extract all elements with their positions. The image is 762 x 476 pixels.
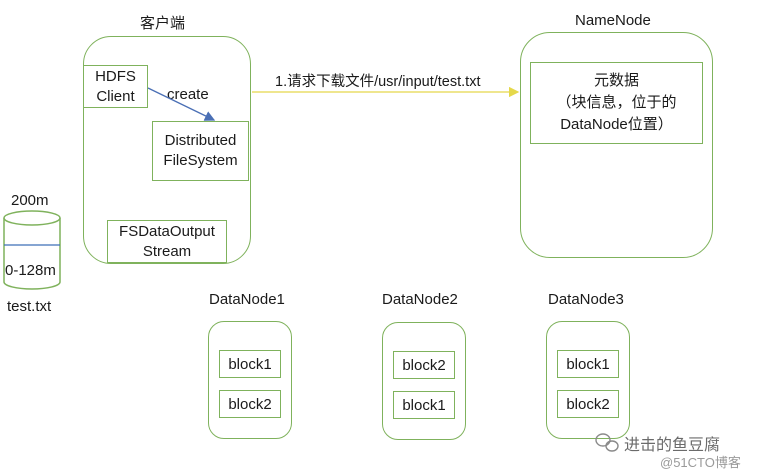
- distributed-filesystem-box: Distributed FileSystem: [152, 121, 249, 181]
- wechat-icon: [595, 433, 619, 452]
- file-cylinder-icon: [3, 210, 61, 290]
- hdfs-client-box: HDFS Client: [83, 65, 148, 108]
- fsdataoutputstream-box: FSDataOutput Stream: [107, 220, 227, 263]
- file-range-label: 0-128m: [5, 262, 56, 279]
- datanode2-title: DataNode2: [382, 291, 458, 308]
- metadata-box: 元数据 （块信息，位于的 DataNode位置）: [530, 62, 703, 144]
- watermark-site: @51CTO博客: [660, 455, 741, 470]
- datanode1-container: block1 block2: [208, 321, 292, 439]
- file-name-label: test.txt: [7, 298, 52, 315]
- file-size-label: 200m: [11, 192, 49, 209]
- datanode2-block-b: block1: [393, 391, 455, 419]
- create-arrow: [147, 87, 216, 121]
- client-title: 客户端: [140, 15, 186, 32]
- datanode1-title: DataNode1: [209, 291, 285, 308]
- request-label: 1.请求下载文件/usr/input/test.txt: [275, 74, 481, 90]
- namenode-title: NameNode: [575, 12, 651, 29]
- datanode1-block-a: block1: [219, 350, 281, 378]
- datanode3-block-a: block1: [557, 350, 619, 378]
- datanode2-block-a: block2: [393, 351, 455, 379]
- datanode1-block-b: block2: [219, 390, 281, 418]
- datanode3-block-b: block2: [557, 390, 619, 418]
- datanode3-title: DataNode3: [548, 291, 624, 308]
- create-label: create: [167, 86, 209, 103]
- datanode2-container: block2 block1: [382, 322, 466, 440]
- datanode3-container: block1 block2: [546, 321, 630, 439]
- watermark-wechat: 进击的鱼豆腐: [624, 437, 721, 454]
